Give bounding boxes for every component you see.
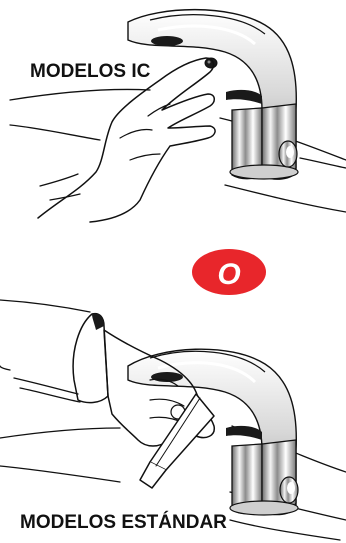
standard-model-panel: MODELOS ESTÁNDAR	[0, 300, 346, 540]
ic-models-label: MODELOS IC	[30, 61, 151, 82]
standard-models-label: MODELOS ESTÁNDAR	[20, 511, 227, 533]
or-badge: O	[192, 249, 266, 295]
hand-with-hex-key	[14, 314, 214, 488]
ic-model-panel: MODELOS IC	[10, 10, 346, 222]
or-word: O	[217, 258, 240, 291]
hand-touching-sensor	[38, 58, 215, 222]
